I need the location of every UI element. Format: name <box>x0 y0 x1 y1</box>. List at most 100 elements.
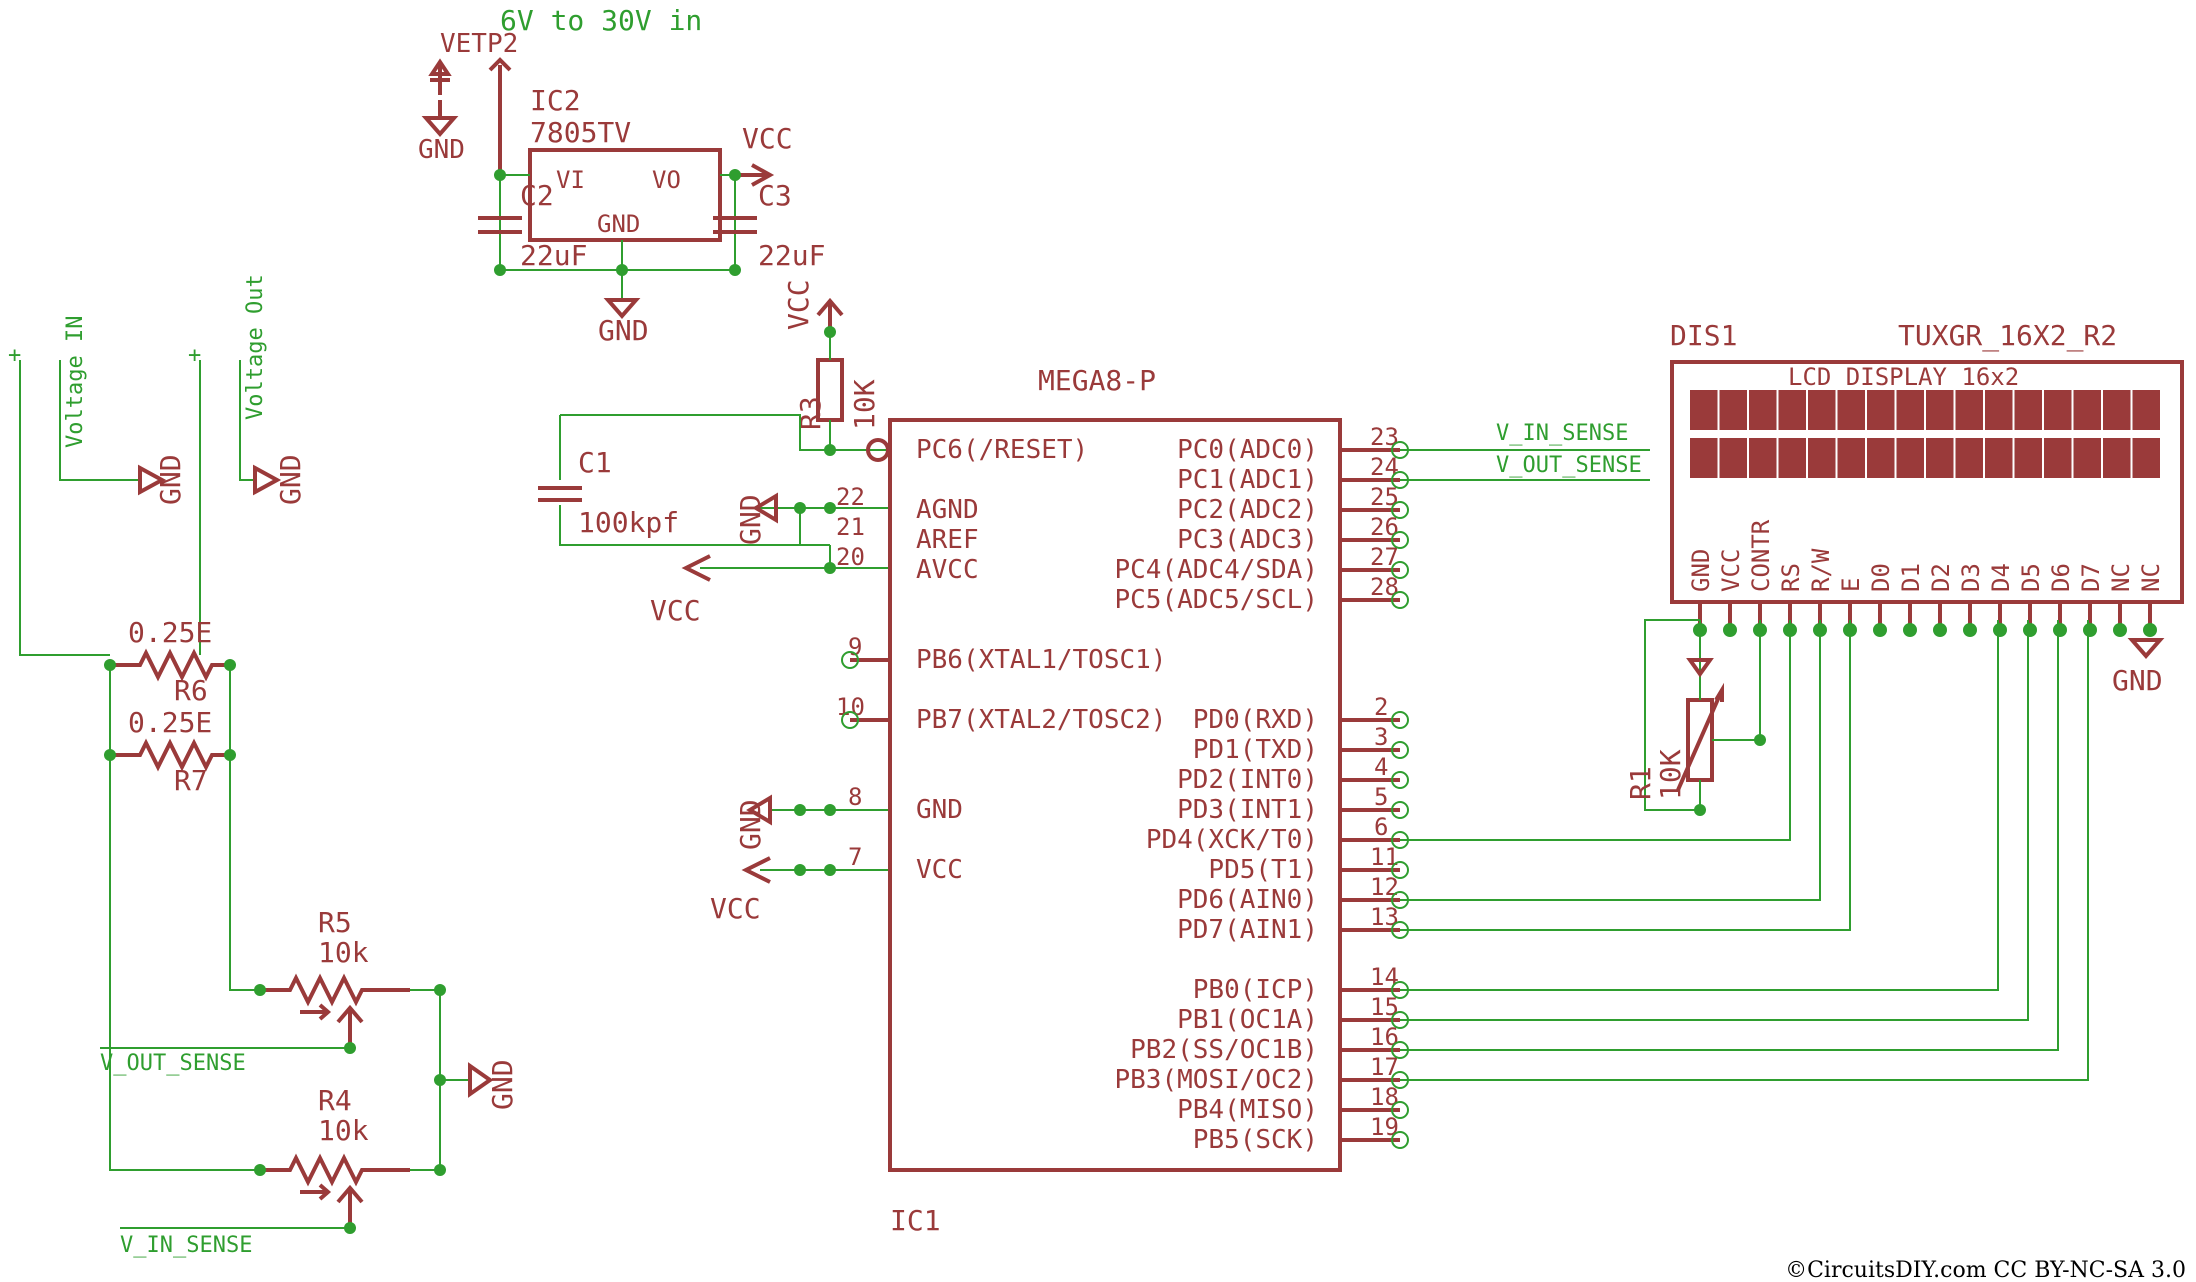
pin-label: PB6(XTAL1/TOSC1) <box>916 645 1166 675</box>
lcd-name: DIS1 <box>1670 319 1737 352</box>
lcd-cell <box>1808 438 1836 478</box>
lcd-cell <box>1985 390 2013 430</box>
pin-num: 16 <box>1370 1023 1399 1051</box>
lcd-pin-dot <box>2023 623 2037 637</box>
mcu-support: VCC R3 10K C1 100kpf GND VCC GND VCC <box>538 279 890 925</box>
pin-label: PC6(/RESET) <box>916 435 1088 465</box>
pin-num: 10 <box>836 693 865 721</box>
r1-value: 10K <box>1654 749 1687 800</box>
lcd-cell <box>1867 390 1895 430</box>
net-v-out-sense-mcu: V_OUT_SENSE <box>1496 453 1642 478</box>
reset-bubble <box>866 438 890 462</box>
lcd-pin-label: D7 <box>2077 563 2105 592</box>
lcd-cell <box>1690 390 1718 430</box>
lcd-pin-label: NC <box>2137 563 2165 592</box>
lcd-cell <box>1955 390 1983 430</box>
pin-num: 9 <box>848 633 862 661</box>
pin-num: 26 <box>1370 513 1399 541</box>
voltage-out-label: Voltage Out <box>243 274 268 420</box>
vcc-label-avcc: VCC <box>650 594 701 627</box>
mcu-ic1: MEGA8-P IC1 PC6(/RESET) AGND AREF AVCC P… <box>836 364 1409 1237</box>
gnd-label-out: GND <box>274 454 307 505</box>
c2-name: C2 <box>520 179 554 212</box>
lcd-cell <box>2044 438 2072 478</box>
gnd-label-pots: GND <box>486 1059 519 1110</box>
r1-trimmer: R1 10K <box>1624 620 1766 816</box>
pin-label: PB3(MOSI/OC2) <box>1115 1065 1319 1095</box>
ic2-pin-vo: VO <box>652 166 681 194</box>
pin-num: 6 <box>1374 813 1388 841</box>
input-range-note: 6V to 30V in <box>500 4 702 37</box>
mcu-body <box>888 418 1342 1172</box>
copyright-text: ©CircuitsDIY.com CC BY-NC-SA 3.0 <box>1785 1258 2186 1282</box>
pin-label: PC1(ADC1) <box>1177 465 1318 495</box>
lcd-pin-dot <box>1933 623 1947 637</box>
lcd-pin-label: E <box>1837 578 1865 592</box>
pin-label: PB0(ICP) <box>1193 975 1318 1005</box>
lcd-pin-label: GND <box>1687 549 1715 592</box>
pin-num: 18 <box>1370 1083 1399 1111</box>
lcd-cells <box>1690 390 2160 478</box>
pin-num: 25 <box>1370 483 1399 511</box>
lcd-cell <box>1926 438 1954 478</box>
lcd-pin-dot <box>2083 623 2097 637</box>
lcd-pin-dot <box>2053 623 2067 637</box>
lcd-cell <box>1926 390 1954 430</box>
r6-value: 0.25E <box>128 616 212 649</box>
c1-value: 100kpf <box>578 506 679 539</box>
pin-label: GND <box>916 795 963 825</box>
pin-label: PC0(ADC0) <box>1177 435 1318 465</box>
pin-label: PC4(ADC4/SDA) <box>1115 555 1319 585</box>
gnd-label-lcd: GND <box>2112 664 2163 697</box>
lcd-pin-dot <box>2143 623 2157 637</box>
lcd-cell <box>2044 390 2072 430</box>
lcd-pin-dot <box>1903 623 1917 637</box>
pin-num: 5 <box>1374 783 1388 811</box>
input-section: + + Voltage IN Voltage Out GND GND 0.25E… <box>8 274 519 1258</box>
c1-name: C1 <box>578 446 612 479</box>
r6-name: R6 <box>174 674 208 707</box>
lcd-pin-dot <box>1993 623 2007 637</box>
lcd-cell <box>2073 390 2101 430</box>
lcd-pin-label: D0 <box>1867 563 1895 592</box>
pin-label: PB4(MISO) <box>1177 1095 1318 1125</box>
pin-num: 21 <box>836 513 865 541</box>
pin-num: 20 <box>836 543 865 571</box>
pin-label: PD1(TXD) <box>1193 735 1318 765</box>
pin-label: PB5(SCK) <box>1193 1125 1318 1155</box>
pin-label: AVCC <box>916 555 979 585</box>
lcd-cell <box>2073 438 2101 478</box>
pin-num: 7 <box>848 843 862 871</box>
voltage-in-label: Voltage IN <box>63 316 88 448</box>
gnd-label-in: GND <box>154 454 187 505</box>
lcd-pin-label: VCC <box>1717 549 1745 592</box>
pin-num: 23 <box>1370 423 1399 451</box>
pin-label: PC3(ADC3) <box>1177 525 1318 555</box>
lcd-pin-label: CONTR <box>1747 519 1775 592</box>
pin-num: 14 <box>1370 963 1399 991</box>
lcd-cell <box>1778 438 1806 478</box>
mcu-value: MEGA8-P <box>1038 364 1156 397</box>
pin-num: 28 <box>1370 573 1399 601</box>
pin-num: 19 <box>1370 1113 1399 1141</box>
r3-value: 10K <box>848 379 881 430</box>
c3-name: C3 <box>758 179 792 212</box>
lcd-cell <box>2014 438 2042 478</box>
pin-num: 27 <box>1370 543 1399 571</box>
pin-label: PB2(SS/OC1B) <box>1130 1035 1318 1065</box>
pin-num: 15 <box>1370 993 1399 1021</box>
lcd-pin-label: D6 <box>2047 563 2075 592</box>
c3-value: 22uF <box>758 239 825 272</box>
pin-num: 12 <box>1370 873 1399 901</box>
pin-label: PD6(AIN0) <box>1177 885 1318 915</box>
ic2-pin-vi: VI <box>556 166 585 194</box>
ic2-body <box>528 148 722 242</box>
lcd-cell <box>2103 390 2131 430</box>
lcd-caption: LCD DISPLAY 16x2 <box>1788 363 2019 391</box>
lcd-cell <box>1985 438 2013 478</box>
lcd-cell <box>1896 438 1924 478</box>
mcu-right-pins: PC0(ADC0) PC1(ADC1) PC2(ADC2) PC3(ADC3) … <box>1115 423 1400 1155</box>
lcd-cell <box>1837 438 1865 478</box>
